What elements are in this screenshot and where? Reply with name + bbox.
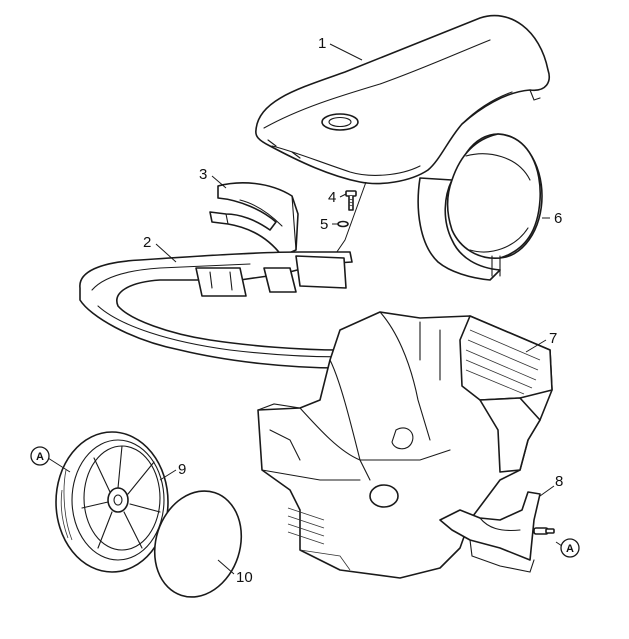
part-3-handle-bracket <box>209 182 299 257</box>
part-2-handle-frame <box>79 251 385 369</box>
callout-5: 5 <box>320 216 328 233</box>
callout-3: 3 <box>199 166 207 183</box>
callout-2: 2 <box>143 234 151 251</box>
reference-mark-a-left: A <box>30 446 50 466</box>
callout-9: 9 <box>178 461 186 478</box>
part-10-hub-ring <box>153 490 243 598</box>
part-4-screw <box>345 190 357 211</box>
callout-8: 8 <box>555 473 563 490</box>
part-9-wheel <box>55 431 169 573</box>
part-6-cylinder-shroud <box>417 133 543 281</box>
callout-6: 6 <box>554 210 562 227</box>
callout-7: 7 <box>549 330 557 347</box>
svg-text:A: A <box>566 543 574 555</box>
callout-10: 10 <box>236 569 253 586</box>
reference-mark-a-right: A <box>560 538 580 558</box>
callout-4: 4 <box>328 189 336 206</box>
svg-text:A: A <box>36 451 44 463</box>
part-1-hood-cover <box>255 14 550 185</box>
part-7-main-housing <box>257 311 553 579</box>
leader-lines <box>47 43 563 575</box>
part-8-axle-bracket <box>439 491 555 573</box>
callout-1: 1 <box>318 35 326 52</box>
part-5-washer <box>337 220 349 228</box>
callout-labels: 1 2 3 4 5 6 7 8 9 10 <box>143 35 563 586</box>
